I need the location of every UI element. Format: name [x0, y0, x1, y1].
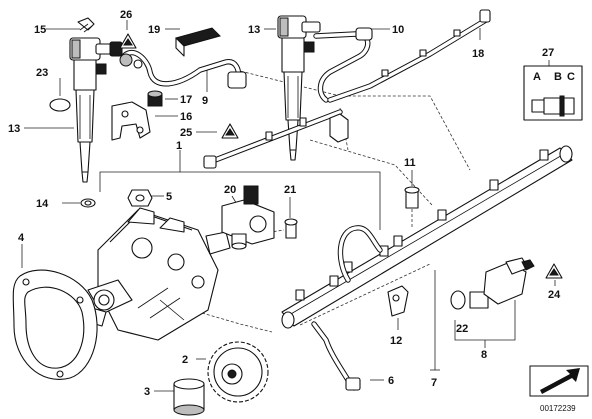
- reference-number: 00172239: [540, 404, 576, 413]
- callout-16: 16: [180, 111, 192, 123]
- callout-10: 10: [392, 24, 404, 36]
- callout-23: 23: [36, 67, 48, 79]
- callout-25: 25: [180, 127, 192, 139]
- valve-kit-27: [523, 65, 583, 121]
- gasket-4: [12, 269, 98, 380]
- callout-21: 21: [284, 184, 296, 196]
- callout-19: 19: [148, 24, 160, 36]
- callout-14: 14: [36, 198, 49, 210]
- callout-labels: 15 26 19 23 13 14 17 9 16 25 1 5 4 20 21…: [8, 9, 575, 398]
- callout-b: B: [554, 71, 562, 83]
- callout-4: 4: [18, 232, 25, 244]
- warning-triangle-icon: [119, 33, 137, 49]
- rail-pressure-sensor: [450, 257, 535, 310]
- hub-3: [173, 378, 205, 416]
- injector-right: [277, 15, 321, 161]
- return-pipe-9: [119, 27, 247, 89]
- warning-triangle-icon: [221, 123, 239, 139]
- callout-8: 8: [481, 349, 487, 361]
- bracket-16: [111, 101, 151, 141]
- common-rail: [281, 145, 573, 329]
- callout-24: 24: [548, 289, 561, 301]
- callout-1: 1: [176, 140, 182, 152]
- callout-11: 11: [404, 157, 416, 169]
- callout-6: 6: [388, 375, 394, 387]
- callout-26: 26: [120, 9, 132, 21]
- callout-15: 15: [34, 24, 46, 36]
- high-pressure-line: [311, 225, 383, 391]
- callout-5: 5: [166, 191, 172, 203]
- callout-9: 9: [202, 95, 208, 107]
- callout-27: 27: [542, 47, 554, 59]
- callout-12: 12: [390, 335, 402, 347]
- drive-gear-2: [207, 341, 269, 403]
- callout-13: 13: [248, 24, 260, 36]
- callout-3: 3: [144, 386, 150, 398]
- callout-18: 18: [472, 48, 484, 60]
- return-pipe-10: [313, 9, 491, 103]
- leak-pipe: [203, 109, 349, 169]
- callout-20: 20: [224, 184, 236, 196]
- corner-arrow-icon: [529, 365, 589, 397]
- bolt-11: [404, 186, 420, 209]
- injector-left: [49, 17, 123, 208]
- callout-13: 13: [8, 123, 20, 135]
- callout-2: 2: [182, 354, 188, 366]
- callout-a: A: [533, 71, 541, 83]
- leader-lines: [21, 20, 556, 392]
- callout-17: 17: [180, 94, 192, 106]
- callout-7: 7: [431, 377, 437, 389]
- callout-22: 22: [456, 323, 468, 335]
- callout-c: C: [567, 71, 575, 83]
- high-pressure-pump: [87, 189, 231, 341]
- grommet-17: [147, 90, 163, 107]
- clip-12: [387, 285, 409, 317]
- warning-triangle-icon: [545, 263, 563, 279]
- pressure-regulator: [221, 185, 298, 250]
